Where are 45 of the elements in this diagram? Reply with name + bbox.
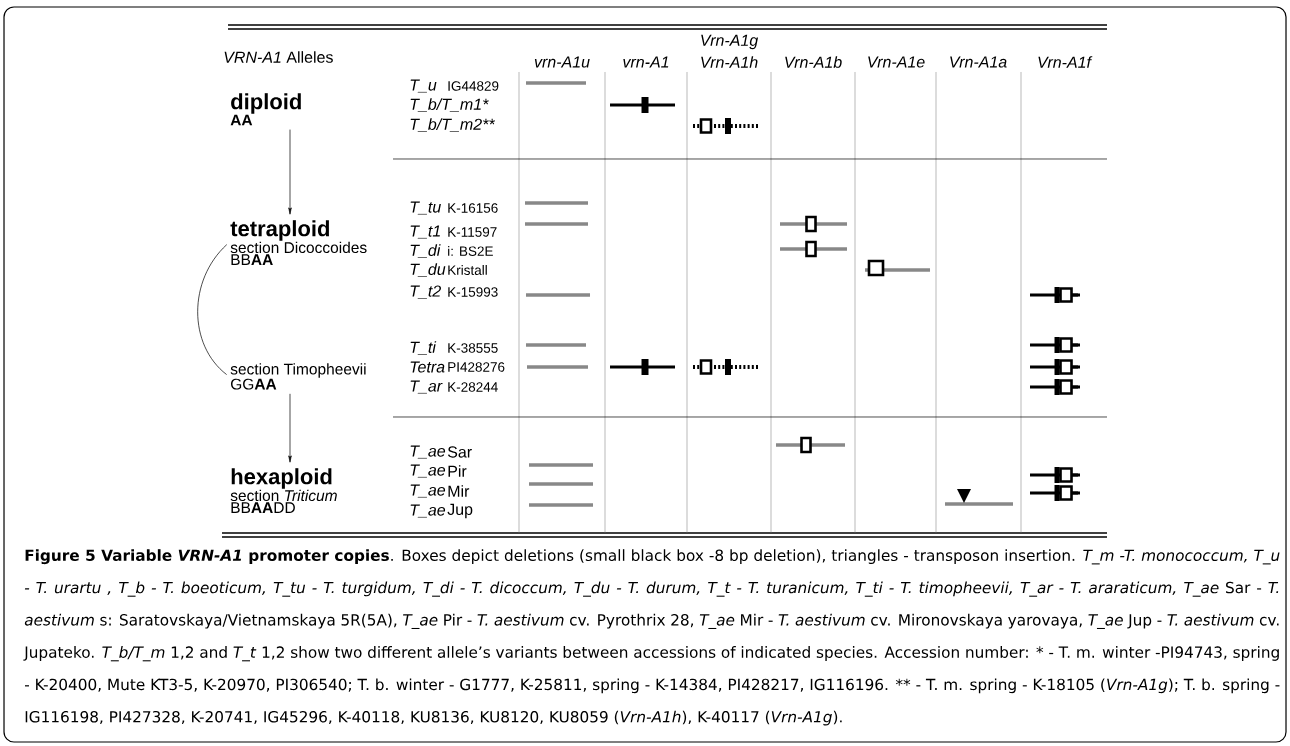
species-label: T_di — [410, 244, 441, 258]
species-label: T_du — [410, 263, 446, 277]
species-label: T_ar — [410, 380, 443, 394]
stage-label: diploid AA — [230, 93, 301, 126]
arrow — [288, 393, 292, 463]
species-label: T_t2 — [410, 285, 441, 299]
species-label: T_b/T_m2** — [410, 118, 495, 132]
column-header: Vrn-A1e — [868, 56, 925, 68]
curved-connector — [197, 244, 228, 375]
cultivar-label: Mir — [448, 485, 470, 497]
cultivar-label: Jup — [447, 503, 473, 519]
accession-label: K-11597 — [448, 227, 497, 237]
accession-label: PI428276 — [448, 362, 505, 372]
accession-label: K-28244 — [448, 382, 498, 392]
species-label: T_b/T_m1* — [410, 98, 489, 112]
accession-label: K-15993 — [448, 287, 498, 297]
species-label: T_tu — [410, 201, 441, 215]
species-label: T_u — [410, 79, 437, 93]
column-header: Vrn-A1a — [950, 56, 1007, 68]
cultivar-label: Sar — [447, 446, 472, 458]
species-label: Tetra — [410, 361, 445, 373]
stage-label: section Timopheevii GGAA — [230, 363, 366, 390]
accession-label: K-16156 — [448, 203, 498, 213]
cultivar-label: Pir — [448, 465, 467, 477]
species-label: T_t1 — [410, 225, 440, 239]
species-label: T_ae — [410, 445, 446, 459]
species-label: T_ae — [410, 504, 446, 518]
column-header: Vrn-A1f — [1038, 56, 1093, 68]
accession-label: i: BS2E — [448, 246, 493, 256]
arrow — [288, 129, 292, 215]
accession-label: Kristall — [448, 265, 487, 275]
accession-label: K-38555 — [448, 343, 498, 353]
stage-label: tetraploid section Dicoccoides BBAA — [230, 220, 367, 265]
species-label: T_ae — [410, 464, 446, 478]
stage-label: hexaploid section Triticum BBAADD — [230, 468, 337, 513]
figure-caption: Figure 5 Variable VRN-A1 promoter copies. Boxes depict deletions (small black box -8 bp deletion), triangles - transposon insertion. T_m -T. monococcum, T_u - T. urartu , T_b - T. boeoticum, T_tu - T. turgidum, T_di - T. dicoccum, T_du - T. durum, T_t - T. turanicum, T_ti - T. timopheevii, T_ar - T. araraticum, T_ae Sar - T. aestivum s: Saratovskaya/Vietnamskaya 5R(5A), T_ae Pir - T. aestivum cv. Pyrothrix 28, T_ae Mir - T. aestivum cv. Mironovskaya yarovaya, T_ae Jup - T. aestivum cv. Jupateko. T_b/T_m 1,2 and T_t 1,2 show two different allele’s variants between accessions of indicated species. Accession number: * - T. m. winter -PI94743, spring - K-20400, Mute KT3-5, K-20970, PI306540; T. b. winter - G1777, K-25811, spring - K-14384, PI428217, IG116196. ** - T. m. spring - K-18105 (Vrn-A1g); T. b. spring - IG116198, PI427328, K-20741, IG45296, K-40118, KU8136, KU8120, KU8059 (Vrn-A1h), K-40117 (Vrn-A1g). — [23, 549, 1280, 726]
table-heading: VRN-A1 Alleles — [224, 51, 333, 63]
species-label: T_ti — [410, 341, 437, 355]
column-header: vrn-A1 — [623, 56, 669, 68]
column-header: vrn-A1u — [534, 56, 590, 68]
column-header: Vrn-A1h — [701, 56, 758, 68]
species-label: T_ae — [410, 484, 446, 498]
column-header: Vrn-A1b — [785, 56, 842, 68]
column-header: Vrn-A1g — [701, 34, 759, 50]
accession-label: IG44829 — [448, 81, 499, 91]
